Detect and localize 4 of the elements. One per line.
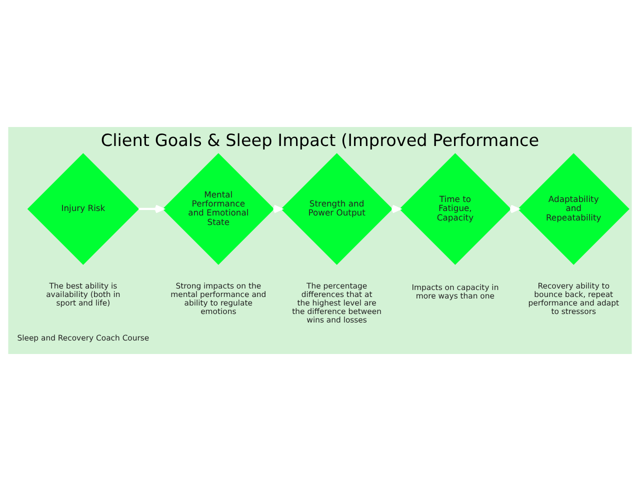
arrow	[138, 204, 164, 213]
node-diamond: Injury Risk	[27, 152, 140, 264]
diagram-title: Client Goals & Sleep Impact (Improved Performance	[100, 130, 540, 150]
node-diamond: Adaptability and Repeatability	[518, 152, 630, 264]
